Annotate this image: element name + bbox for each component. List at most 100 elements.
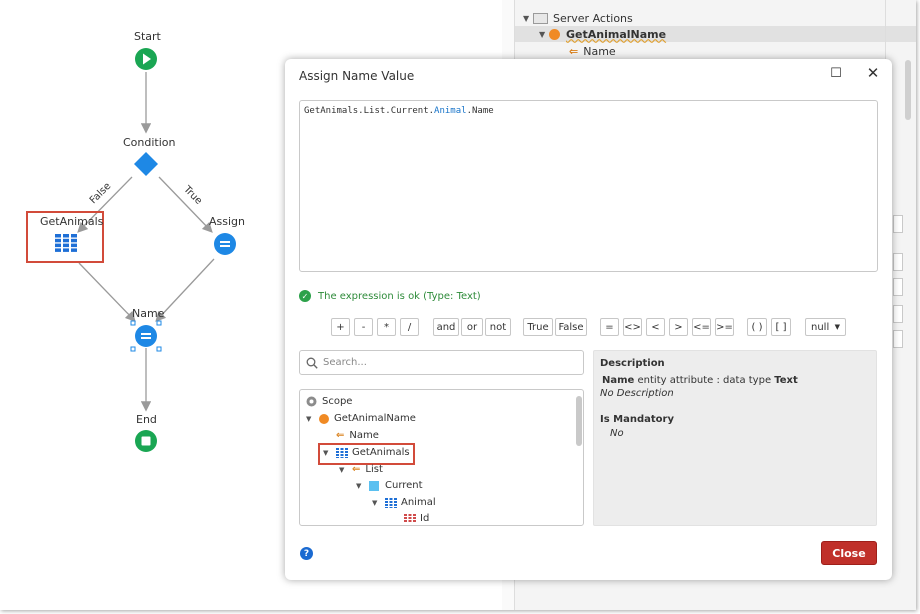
output-parameter-icon: ⇐ — [569, 44, 579, 58]
operator-and-button[interactable]: and — [433, 318, 459, 336]
tree-item-server-actions[interactable]: ▼ Server Actions — [523, 10, 633, 26]
tree-item-name[interactable]: ⇐ Name — [336, 430, 379, 441]
null-dropdown[interactable]: null ▼ — [805, 318, 846, 336]
property-dropdown[interactable] — [893, 305, 903, 323]
operator-equals-button[interactable]: = — [600, 318, 619, 336]
tree-item-label: Scope — [322, 396, 353, 407]
chevron-down-icon: ▼ — [834, 323, 840, 331]
brackets-button[interactable]: [ ] — [771, 318, 791, 336]
tree-scrollbar[interactable] — [576, 396, 582, 446]
expand-caret-icon[interactable]: ▼ — [323, 448, 329, 457]
scope-tree[interactable]: Scope ▼ GetAnimalName ⇐ Name ▼ GetAnimal… — [299, 389, 584, 526]
operator-less-equal-button[interactable]: <= — [692, 318, 711, 336]
name-label: Name — [132, 307, 165, 320]
dialog-title: Assign Name Value — [299, 69, 415, 83]
operator-not-button[interactable]: not — [485, 318, 511, 336]
description-type-line: Name entity attribute : data type Text — [602, 375, 798, 386]
operator-plus-button[interactable]: + — [331, 318, 350, 336]
output-parameter-icon: ⇐ — [336, 430, 345, 441]
maximize-icon: ☐ — [830, 65, 842, 81]
search-icon — [306, 357, 318, 369]
property-dropdown[interactable] — [893, 278, 903, 296]
property-dropdown[interactable] — [893, 330, 903, 348]
scope-icon — [306, 396, 317, 407]
name-assign-node-icon[interactable] — [129, 319, 163, 353]
validation-status: ✓ The expression is ok (Type: Text) — [299, 290, 481, 302]
condition-label: Condition — [123, 136, 176, 149]
tree-item-label: Server Actions — [553, 11, 633, 25]
record-icon — [369, 480, 379, 491]
condition-node-icon[interactable] — [133, 151, 159, 177]
literal-true-button[interactable]: True — [523, 318, 553, 336]
operator-less-than-button[interactable]: < — [646, 318, 665, 336]
operator-minus-button[interactable]: - — [354, 318, 373, 336]
assign-node-icon[interactable] — [213, 232, 237, 256]
expand-caret-icon[interactable]: ▼ — [306, 414, 312, 423]
tree-item-animal[interactable]: ▼ Animal — [372, 497, 436, 508]
tree-item-label: Name — [583, 44, 616, 58]
expand-caret-icon[interactable]: ▼ — [372, 498, 378, 507]
close-x-button[interactable]: ✕ — [862, 63, 884, 83]
close-icon: ✕ — [866, 64, 880, 82]
maximize-button[interactable]: ☐ — [825, 63, 847, 83]
assign-label: Assign — [209, 215, 245, 228]
validation-status-text: The expression is ok (Type: Text) — [318, 290, 481, 302]
getanimals-tree-highlight-box — [318, 443, 415, 465]
expand-caret-icon[interactable]: ▼ — [339, 465, 345, 474]
getanimals-highlight-box — [26, 211, 104, 263]
tree-item-label: GetAnimalName — [334, 413, 416, 424]
description-text: No Description — [600, 388, 674, 399]
end-label: End — [136, 413, 157, 426]
tree-item-id[interactable]: Id — [404, 513, 429, 524]
is-mandatory-value: No — [610, 428, 624, 439]
tree-item-getanimals[interactable]: ▼ GetAnimals — [323, 447, 410, 458]
tree-item-label: Name — [349, 430, 379, 441]
list-icon: ⇐ — [352, 464, 361, 475]
search-input[interactable]: Search... — [299, 350, 584, 375]
aggregate-table-icon[interactable] — [55, 234, 77, 252]
tree-item-label: GetAnimalName — [566, 27, 667, 41]
tree-item-name-param[interactable]: ⇐ Name — [569, 43, 616, 59]
literal-false-button[interactable]: False — [555, 318, 587, 336]
server-action-icon — [549, 28, 560, 40]
tree-item-label: Current — [385, 480, 423, 491]
expand-caret-icon[interactable]: ▼ — [356, 481, 362, 490]
null-dropdown-value: null — [811, 321, 830, 333]
tree-item-current[interactable]: ▼ Current — [356, 480, 423, 491]
description-panel: Description Name entity attribute : data… — [593, 350, 877, 526]
entity-icon — [385, 497, 397, 508]
tree-item-getanimalname[interactable]: ▼ GetAnimalName — [515, 26, 916, 42]
property-field[interactable] — [893, 215, 903, 233]
operator-greater-equal-button[interactable]: >= — [715, 318, 734, 336]
folder-icon — [533, 12, 548, 24]
expression-editor[interactable]: GetAnimals.List.Current.Animal.Name — [299, 100, 878, 272]
property-dropdown[interactable] — [893, 253, 903, 271]
operator-not-equal-button[interactable]: <> — [623, 318, 642, 336]
aggregate-table-icon — [336, 447, 348, 458]
description-heading: Description — [600, 358, 665, 369]
tree-item-label: Id — [420, 513, 430, 524]
start-node-icon[interactable] — [134, 47, 158, 71]
operator-multiply-button[interactable]: * — [377, 318, 396, 336]
tree-item-getanimalname[interactable]: ▼ GetAnimalName — [306, 413, 416, 424]
start-label: Start — [134, 30, 161, 43]
close-button[interactable]: Close — [821, 541, 877, 565]
search-placeholder: Search... — [323, 357, 367, 368]
expression-text: GetAnimals.List.Current.Animal.Name — [304, 106, 494, 116]
tree-item-label: List — [365, 464, 383, 475]
operator-divide-button[interactable]: / — [400, 318, 419, 336]
panel-scrollbar[interactable] — [905, 60, 911, 120]
expand-caret-icon[interactable]: ▼ — [523, 13, 530, 23]
tree-item-label: GetAnimals — [352, 447, 410, 458]
operator-greater-than-button[interactable]: > — [669, 318, 688, 336]
end-node-icon[interactable] — [134, 429, 158, 453]
tree-item-scope[interactable]: Scope — [306, 396, 352, 407]
getanimals-label: GetAnimals — [40, 215, 104, 228]
check-circle-icon: ✓ — [299, 290, 311, 302]
help-icon[interactable]: ? — [300, 547, 313, 560]
tree-item-list[interactable]: ▼ ⇐ List — [339, 464, 383, 475]
operator-or-button[interactable]: or — [461, 318, 483, 336]
expand-caret-icon[interactable]: ▼ — [539, 29, 546, 39]
parentheses-button[interactable]: ( ) — [747, 318, 767, 336]
